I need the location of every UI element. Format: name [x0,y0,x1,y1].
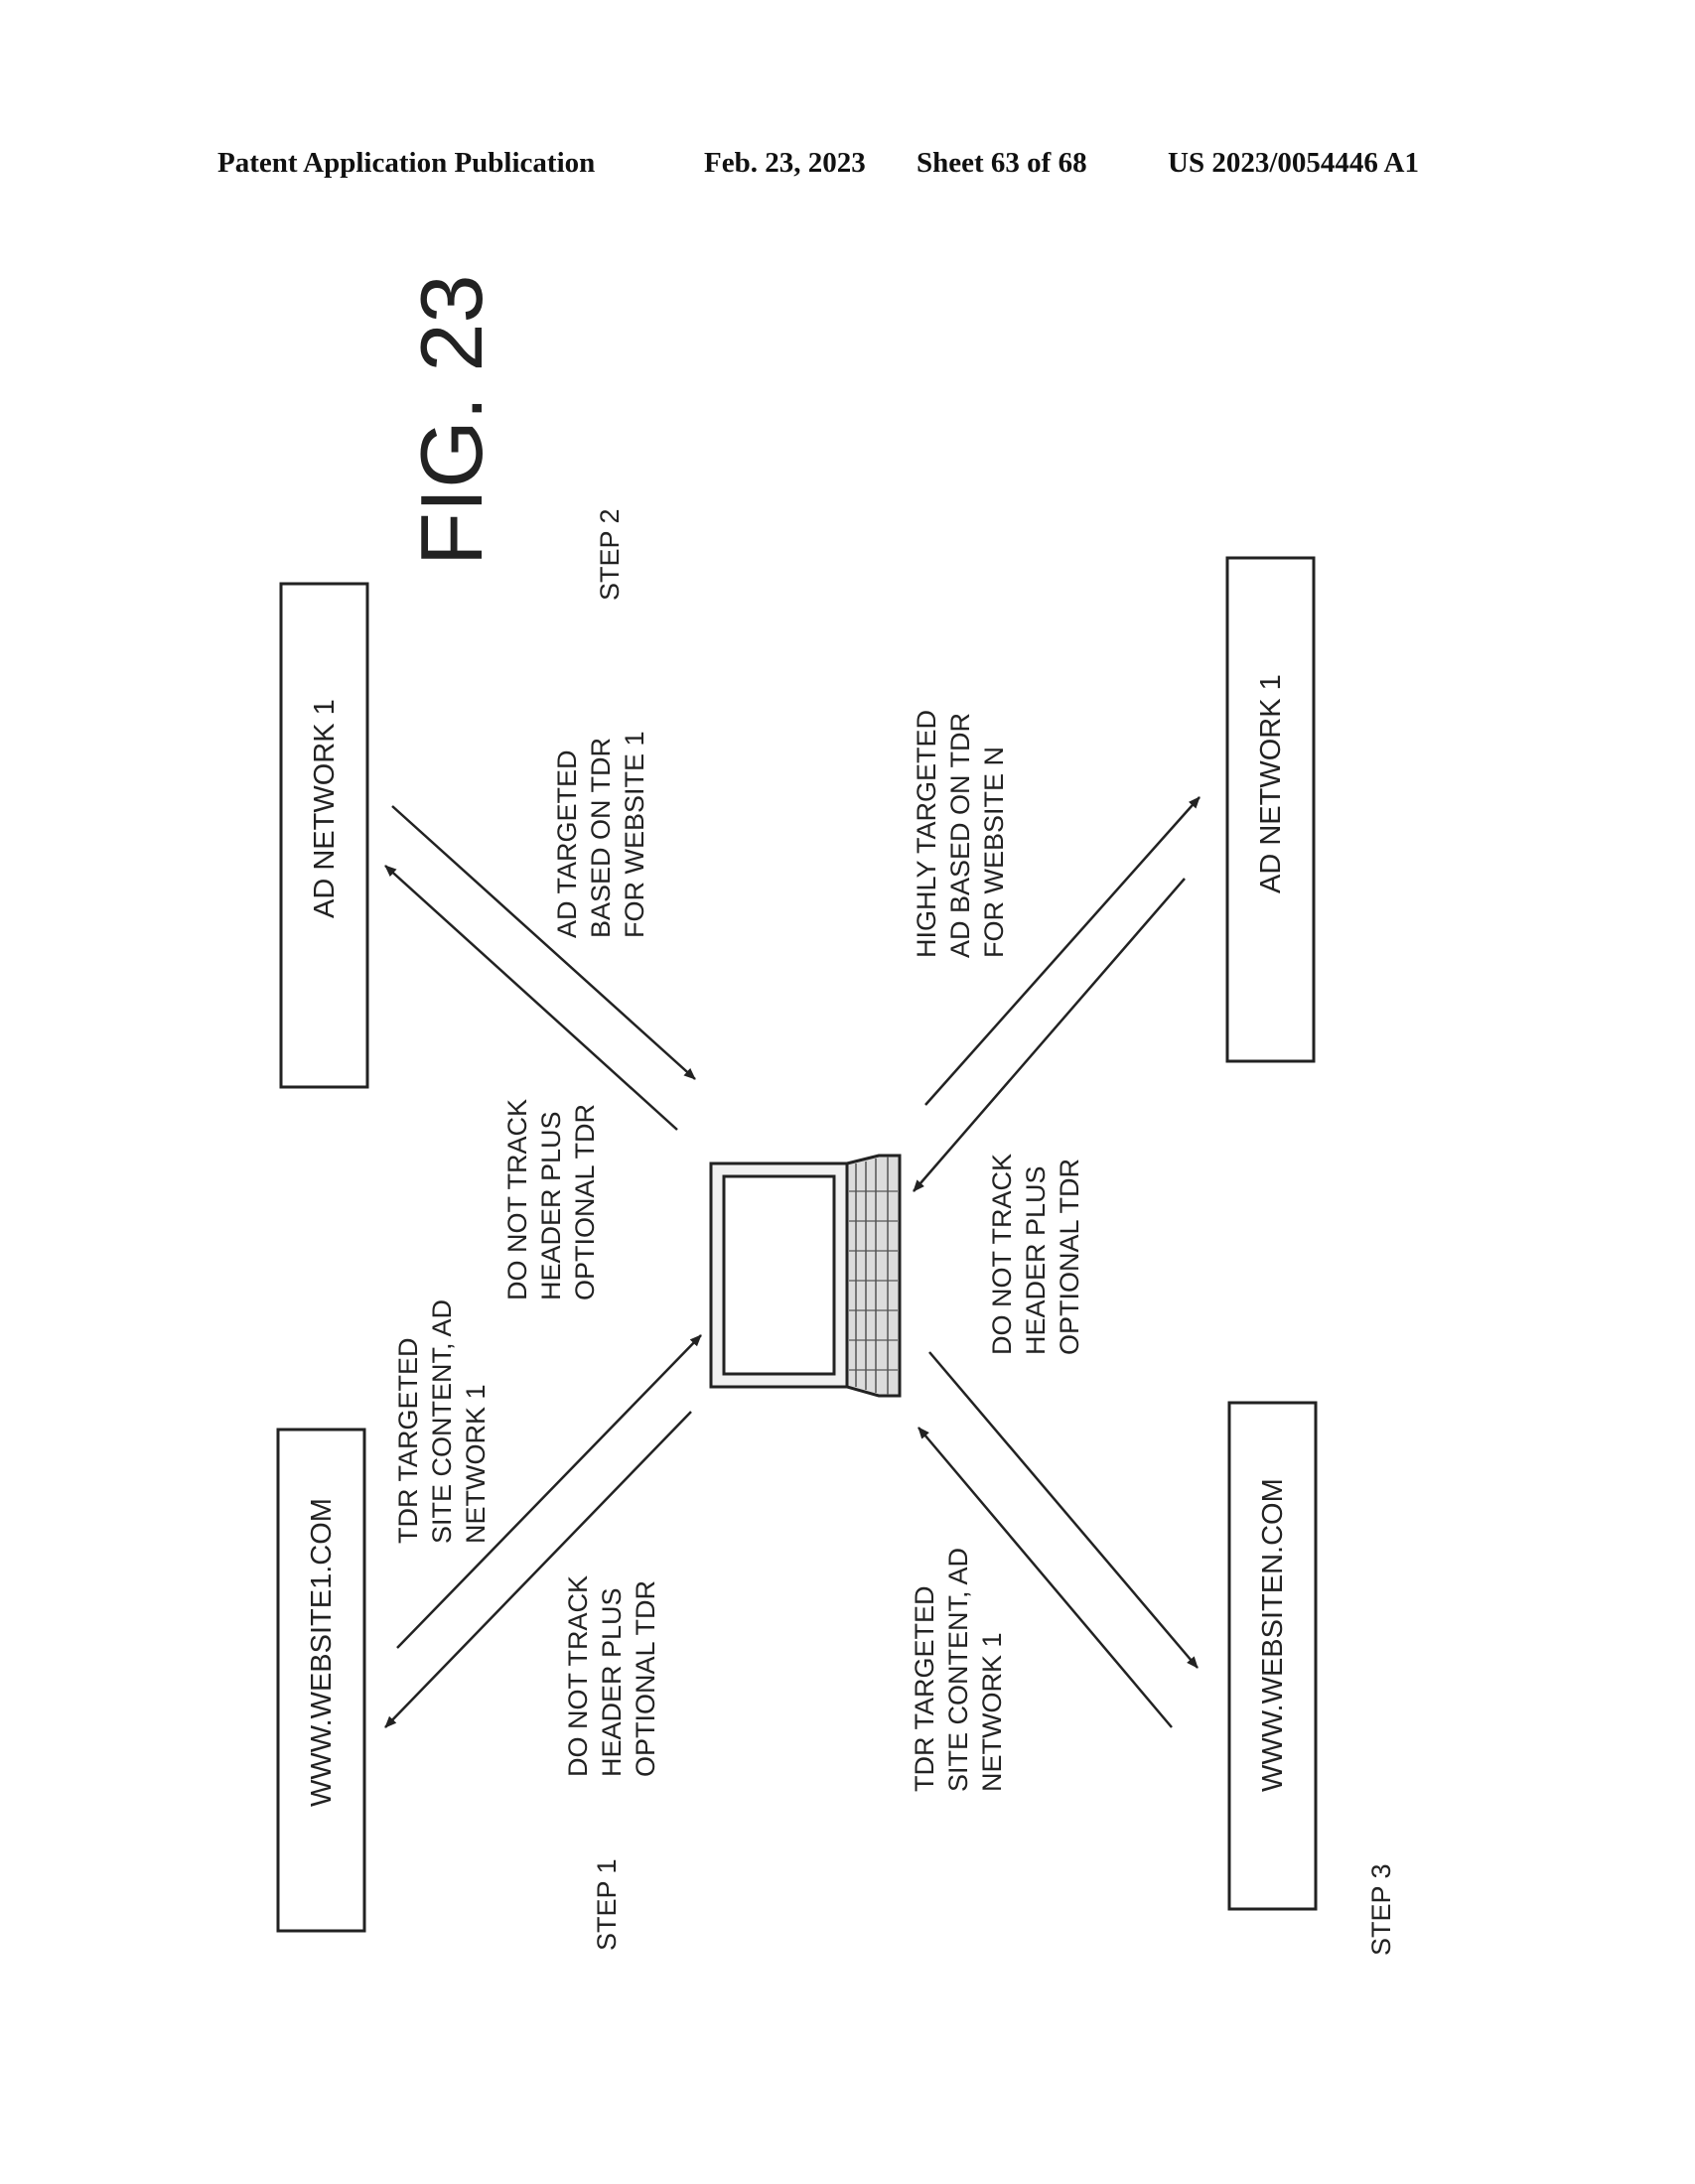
website1-label: WWW.WEBSITE1.COM [306,1498,338,1807]
website1-request-label: DO NOT TRACK HEADER PLUS OPTIONAL TDR [563,1575,660,1777]
svg-text:SITE CONTENT, AD: SITE CONTENT, AD [427,1299,457,1544]
svg-text:STEP 3: STEP 3 [1366,1863,1396,1956]
svg-text:FOR WEBSITE 1: FOR WEBSITE 1 [620,731,649,938]
websiten-response-label: TDR TARGETED SITE CONTENT, AD NETWORK 1 [910,1548,1007,1792]
patent-number: US 2023/0054446 A1 [1168,147,1419,179]
step1-label: STEP 1 [592,1858,622,1951]
svg-text:NETWORK 1: NETWORK 1 [977,1632,1007,1792]
svg-text:STEP 2: STEP 2 [595,508,625,601]
arrow-laptop-to-website1 [384,1411,692,1728]
svg-text:SITE CONTENT, AD: SITE CONTENT, AD [943,1548,973,1792]
svg-text:TDR TARGETED: TDR TARGETED [910,1585,939,1792]
svg-text:STEP 1: STEP 1 [592,1858,622,1951]
adnetwork-bottom-response-label: HIGHLY TARGETED AD BASED ON TDR FOR WEBS… [912,710,1009,958]
svg-text:HIGHLY TARGETED: HIGHLY TARGETED [912,710,941,958]
publication-date: Feb. 23, 2023 [704,147,866,179]
website1-response-label: TDR TARGETED SITE CONTENT, AD NETWORK 1 [393,1299,491,1544]
svg-text:DO NOT TRACK: DO NOT TRACK [563,1575,593,1777]
ad-network-bottom-node: AD NETWORK 1 [1225,556,1316,1063]
websiten-request-label: DO NOT TRACK HEADER PLUS OPTIONAL TDR [987,1154,1084,1355]
arrow-adnetwork-bottom-to-laptop [913,878,1186,1192]
svg-text:HEADER PLUS: HEADER PLUS [536,1111,566,1300]
arrow-website1-to-laptop [396,1334,702,1649]
ad-network-top-label: AD NETWORK 1 [309,699,341,918]
sheet-number: Sheet 63 of 68 [917,147,1087,179]
adnetwork-top-request-label: DO NOT TRACK HEADER PLUS OPTIONAL TDR [502,1099,600,1300]
svg-text:FOR WEBSITE N: FOR WEBSITE N [979,747,1009,958]
website1-node: WWW.WEBSITE1.COM [276,1428,366,1933]
step2-label: STEP 2 [595,508,625,601]
ad-network-bottom-label: AD NETWORK 1 [1255,674,1287,893]
websiten-node: WWW.WEBSITEN.COM [1227,1401,1318,1911]
ad-network-top-node: AD NETWORK 1 [279,582,369,1089]
step3-label: STEP 3 [1366,1863,1396,1956]
arrow-laptop-to-adnetwork-top [384,865,678,1131]
svg-text:DO NOT TRACK: DO NOT TRACK [502,1099,532,1300]
svg-text:OPTIONAL TDR: OPTIONAL TDR [570,1104,600,1300]
svg-text:AD TARGETED: AD TARGETED [552,750,582,938]
svg-text:DO NOT TRACK: DO NOT TRACK [987,1154,1017,1355]
svg-text:FIG. 23: FIG. 23 [402,275,500,566]
laptop-icon [709,1154,902,1398]
arrow-websiten-to-laptop [918,1427,1173,1728]
page-header: Patent Application Publication Feb. 23, … [0,147,1695,191]
figure-label: FIG. 23 [402,275,500,566]
svg-text:AD BASED ON TDR: AD BASED ON TDR [945,713,975,958]
arrow-laptop-to-websiten [928,1351,1199,1669]
svg-text:HEADER PLUS: HEADER PLUS [597,1587,627,1777]
adnetwork-top-response-label: AD TARGETED BASED ON TDR FOR WEBSITE 1 [552,731,649,938]
svg-text:OPTIONAL TDR: OPTIONAL TDR [1055,1159,1084,1355]
websiten-label: WWW.WEBSITEN.COM [1257,1478,1289,1792]
svg-text:HEADER PLUS: HEADER PLUS [1021,1165,1051,1355]
svg-text:OPTIONAL TDR: OPTIONAL TDR [631,1580,660,1777]
svg-text:TDR TARGETED: TDR TARGETED [393,1337,423,1544]
arrow-adnetwork-top-to-laptop [391,805,696,1080]
svg-text:NETWORK 1: NETWORK 1 [461,1384,491,1544]
arrow-laptop-to-adnetwork-bottom [924,796,1201,1106]
svg-text:BASED ON TDR: BASED ON TDR [586,738,616,938]
publication-title: Patent Application Publication [217,147,596,179]
